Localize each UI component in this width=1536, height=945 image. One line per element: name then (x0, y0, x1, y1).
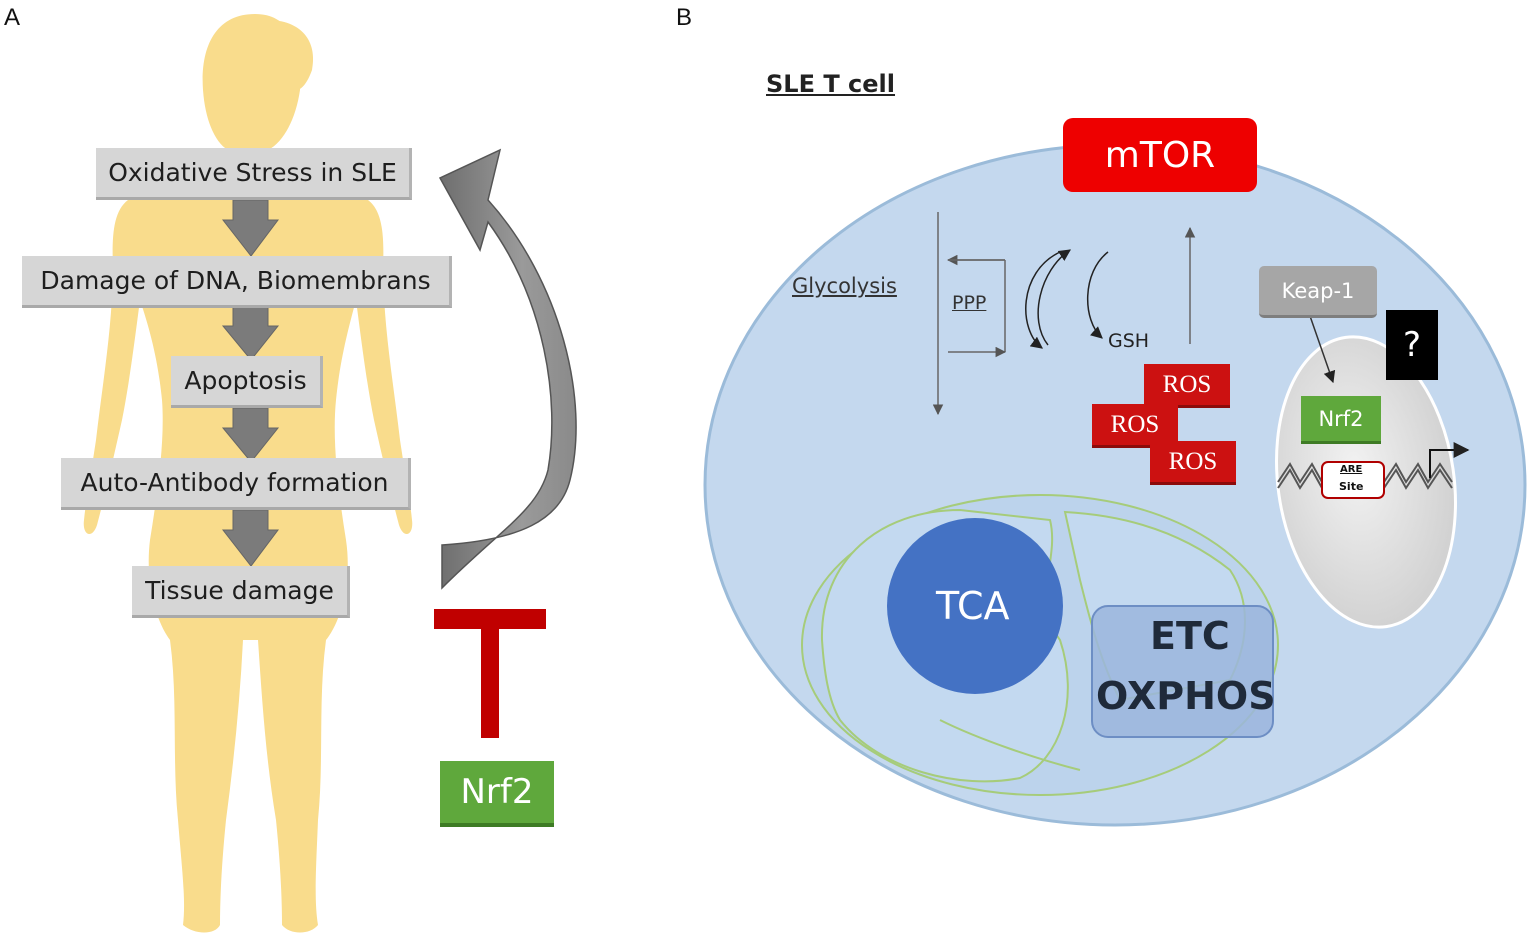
nrf2-inhibitor-box: Nrf2 (440, 761, 554, 827)
step-dna-damage: Damage of DNA, Biomembrans (22, 256, 452, 308)
step-apoptosis: Apoptosis (171, 356, 323, 408)
dna-helix (1277, 462, 1453, 490)
gsh-cycle-arrows (1025, 249, 1109, 349)
cell-title: SLE T cell (766, 70, 896, 98)
ppp-label: PPP (952, 292, 987, 314)
ros-box-2: ROS (1092, 404, 1178, 448)
ppp-arrows (946, 254, 1007, 358)
mtor-box: mTOR (1063, 118, 1257, 192)
etc-oxphos-box (1091, 605, 1274, 738)
keap1-box: Keap-1 (1259, 266, 1377, 318)
site-label: Site (1339, 480, 1364, 493)
nrf2-nucleus-box: Nrf2 (1301, 396, 1381, 444)
etc-label: ETC (1150, 614, 1230, 658)
are-site-box (1321, 461, 1385, 499)
oxphos-label: OXPHOS (1096, 674, 1276, 718)
panel-a-label: A (4, 4, 21, 31)
step-tissue-damage: Tissue damage (132, 566, 350, 618)
keap-to-nrf2-arrow (1309, 315, 1336, 384)
are-label: ARE (1340, 464, 1363, 475)
inhibition-bar (434, 609, 546, 738)
step-oxidative-stress: Oxidative Stress in SLE (96, 148, 412, 200)
tca-circle (887, 518, 1063, 694)
feedback-curved-arrow (438, 148, 577, 590)
transcription-arrow (1429, 442, 1470, 478)
flow-arrows (221, 199, 280, 567)
tca-label: TCA (936, 584, 1010, 628)
step-auto-antibody: Auto-Antibody formation (61, 458, 411, 510)
gsh-label: GSH (1108, 330, 1150, 352)
question-box: ? (1386, 310, 1438, 380)
ros-box-3: ROS (1150, 441, 1236, 485)
glycolysis-label: Glycolysis (792, 274, 897, 298)
ros-box-1: ROS (1144, 364, 1230, 408)
panel-b-label: B (676, 4, 693, 31)
